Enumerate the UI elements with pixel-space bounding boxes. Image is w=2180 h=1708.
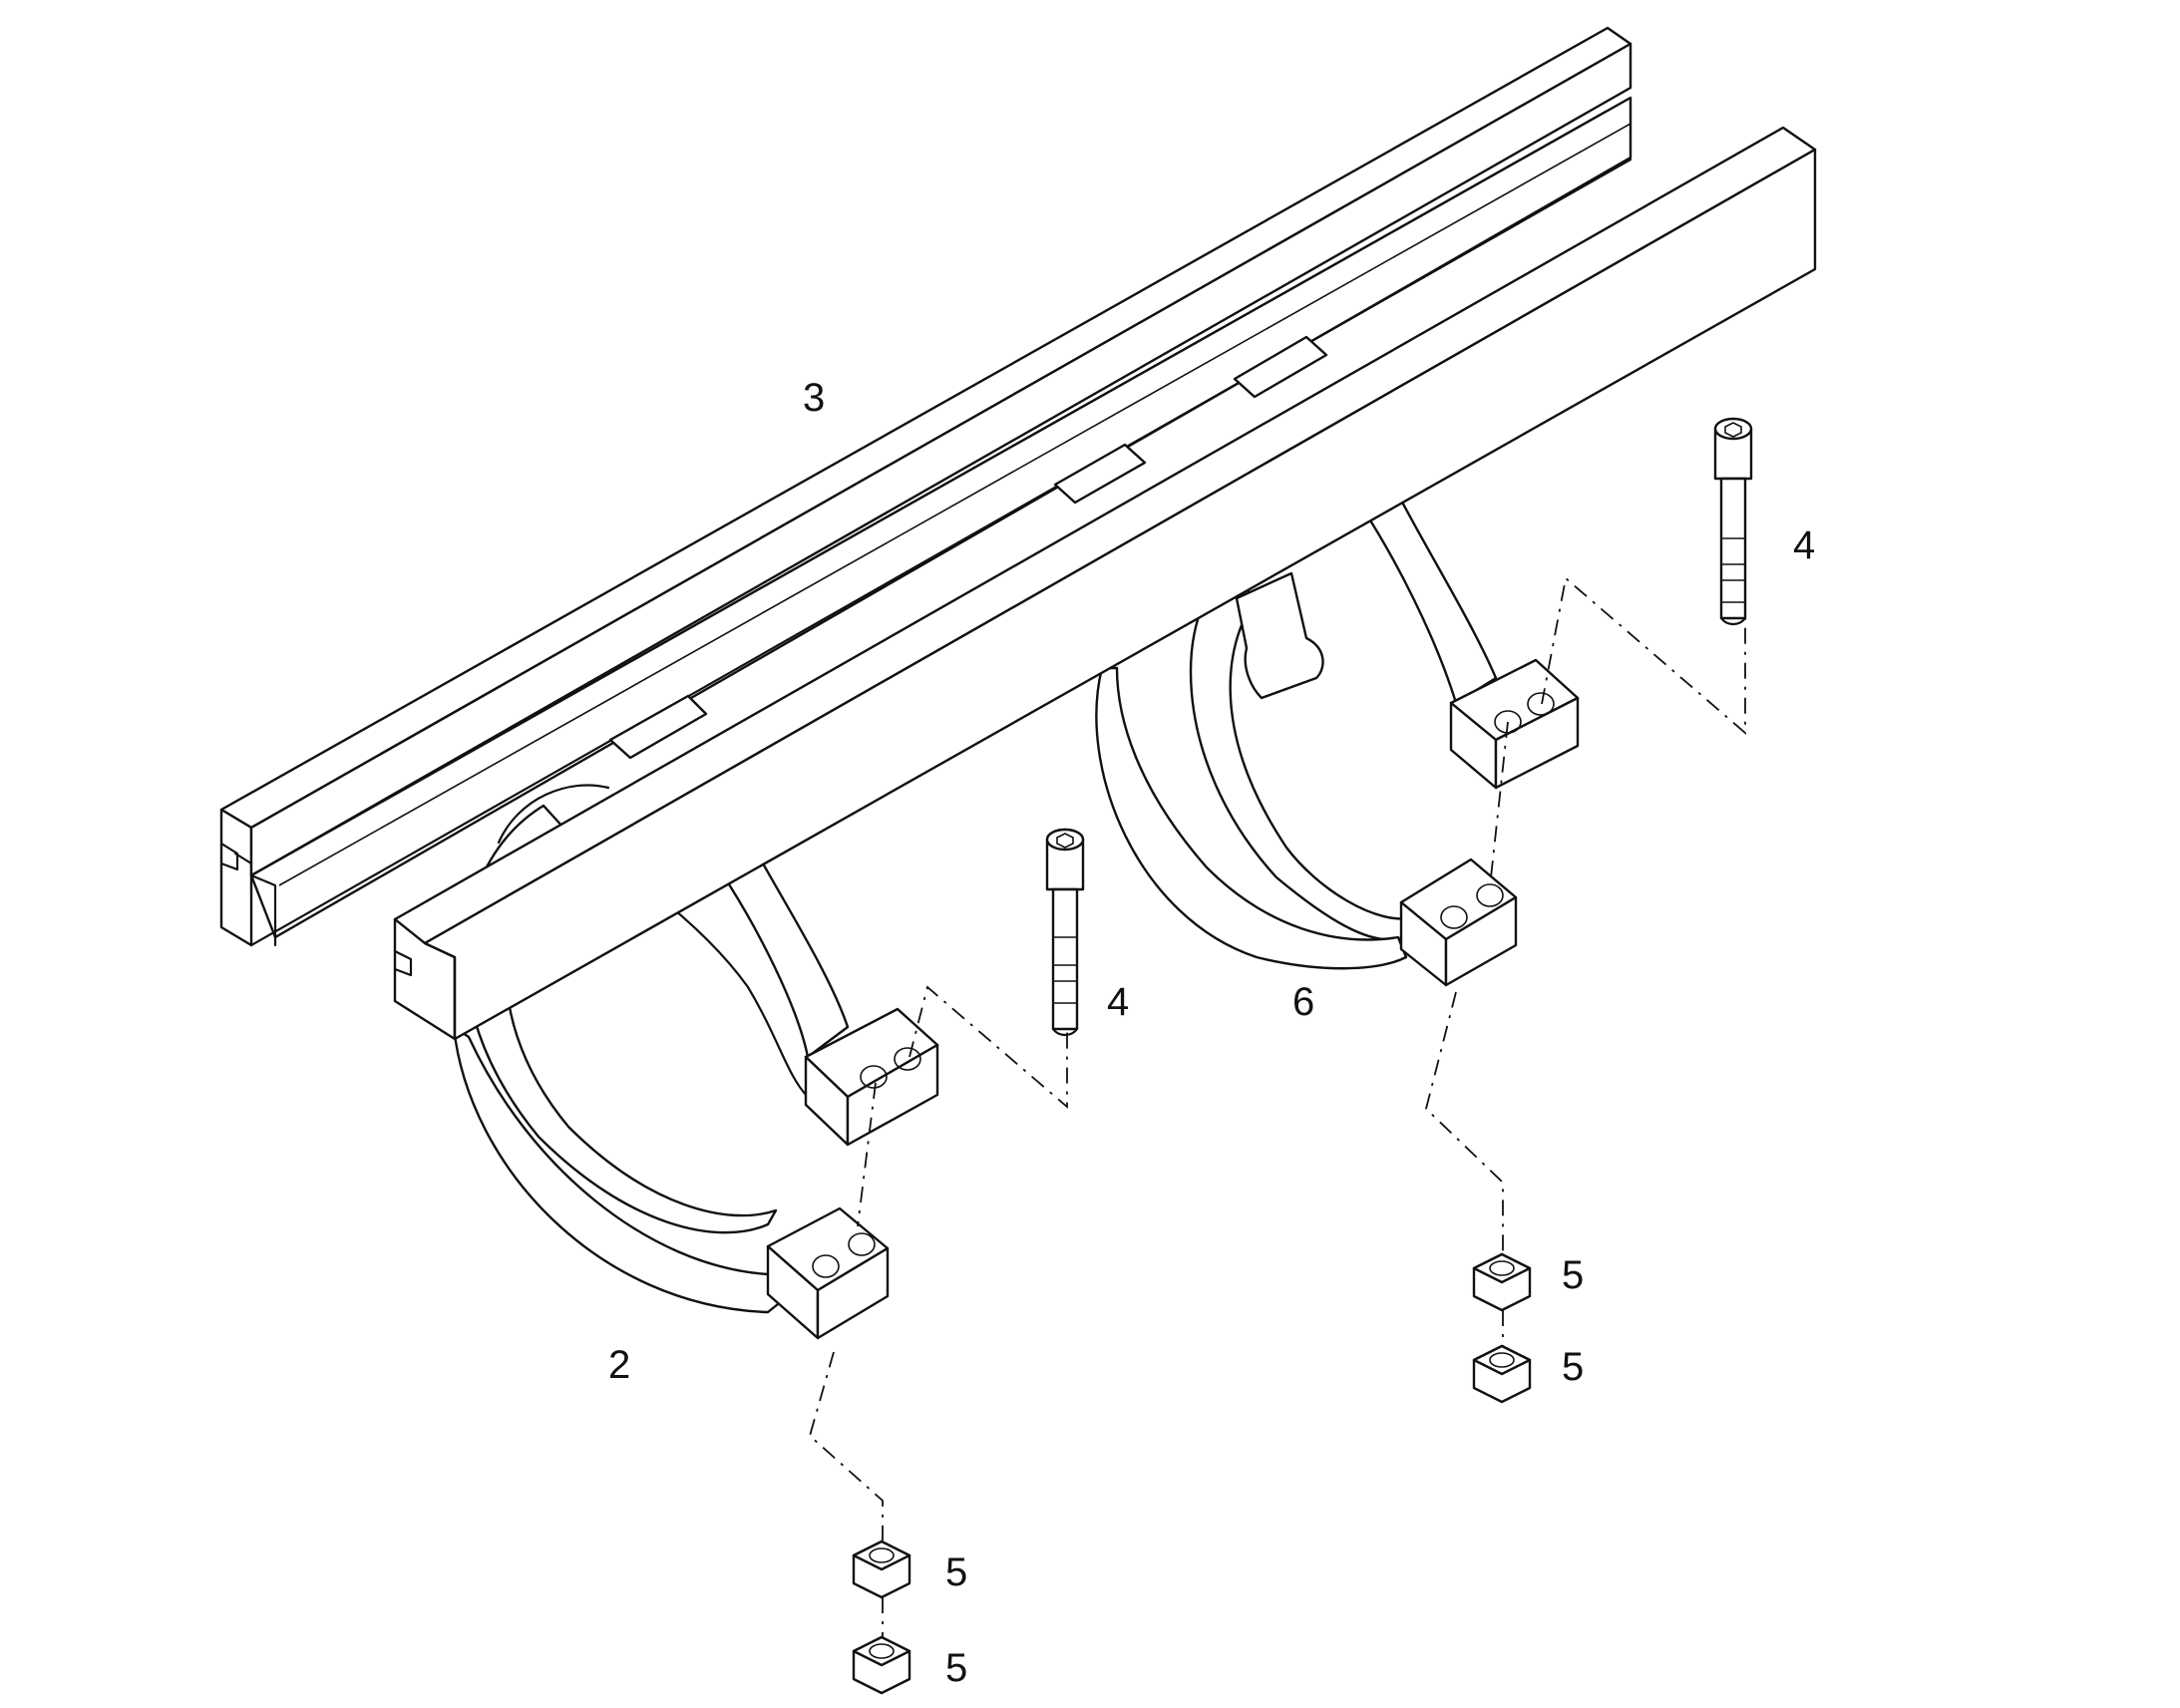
nut-left-upper: [852, 1539, 911, 1599]
callout-nut-left-lower: 5: [945, 1646, 967, 1690]
callout-nut-right-upper: 5: [1562, 1253, 1584, 1297]
nut-right-upper: [1472, 1252, 1532, 1312]
bolt-right: [1713, 417, 1753, 626]
clamp-right: [1095, 447, 1580, 987]
clamp-left: [452, 784, 939, 1340]
callout-nut-right-lower: 5: [1562, 1345, 1584, 1389]
callout-bolt-left: 4: [1107, 980, 1129, 1024]
bolt-left: [1045, 828, 1085, 1037]
rail-back: [219, 26, 1633, 947]
callout-clamp-right: 6: [1292, 980, 1314, 1024]
callout-clamp-left: 2: [608, 1343, 630, 1387]
callout-nut-left-upper: 5: [945, 1550, 967, 1594]
nut-left-lower: [852, 1635, 911, 1695]
rail-front: [393, 126, 1817, 1041]
callout-bolt-right: 4: [1793, 523, 1815, 567]
assembly-lines: [808, 576, 1746, 1637]
nut-right-lower: [1472, 1344, 1532, 1404]
callout-rail: 3: [803, 376, 825, 420]
